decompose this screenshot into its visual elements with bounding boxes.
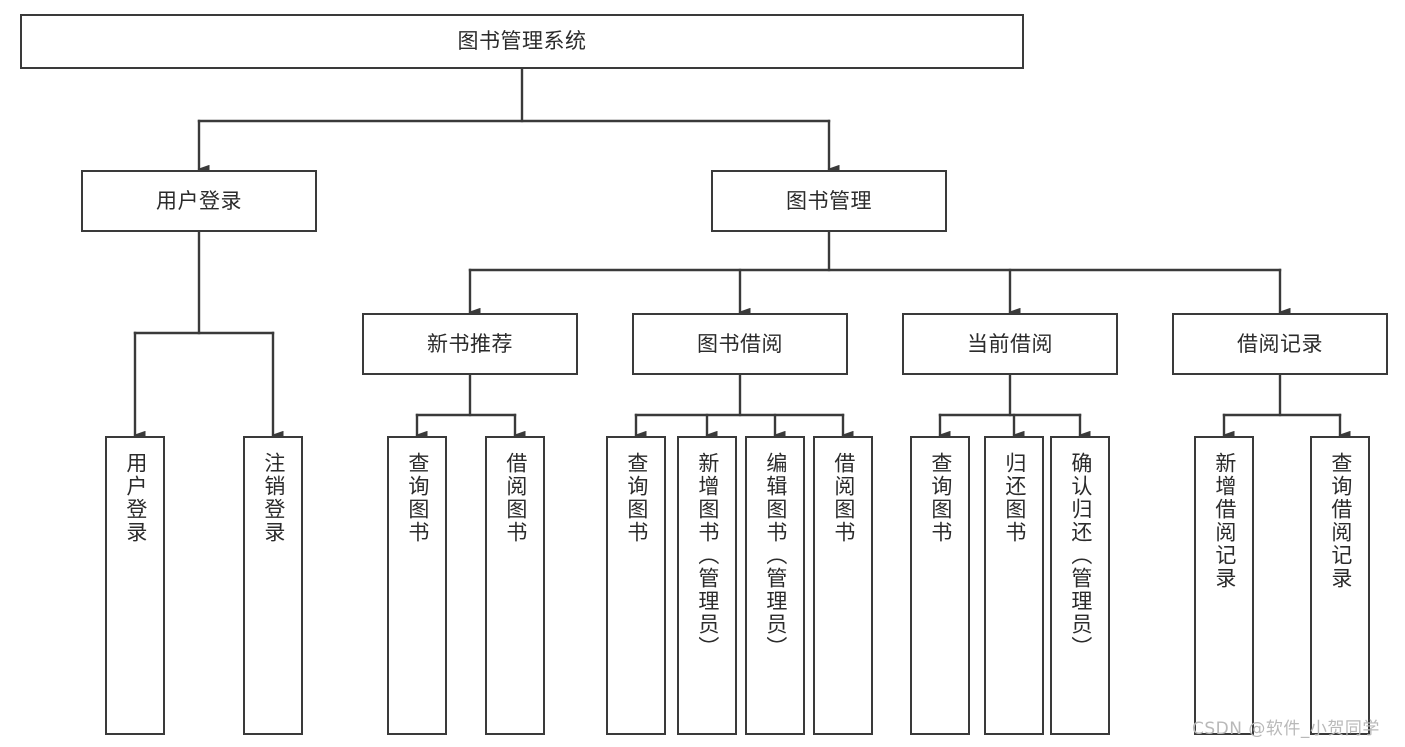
- node-book-management[interactable]: 图书管理: [711, 170, 947, 232]
- node-label-leaf-user-login: 用户登录: [123, 452, 148, 544]
- node-label-user-login: 用户登录: [156, 188, 242, 213]
- node-leaf-borrow-book-1[interactable]: 借阅图书: [485, 436, 545, 735]
- node-leaf-query-book-3[interactable]: 查询图书: [910, 436, 970, 735]
- node-book-borrow[interactable]: 图书借阅: [632, 313, 848, 375]
- node-label-leaf-add-borrow-record: 新增借阅记录: [1212, 452, 1237, 590]
- node-label-leaf-query-borrow-record: 查询借阅记录: [1328, 452, 1353, 590]
- node-label-leaf-confirm-return-admin: 确认归还（管理员）: [1068, 452, 1093, 659]
- node-label-leaf-query-book-2: 查询图书: [624, 452, 649, 544]
- node-label-new-book-recommend: 新书推荐: [427, 331, 513, 356]
- node-label-book-management: 图书管理: [786, 188, 872, 213]
- node-label-leaf-edit-book-admin: 编辑图书（管理员）: [763, 452, 788, 659]
- node-label-leaf-borrow-book-2: 借阅图书: [831, 452, 856, 544]
- node-label-leaf-return-book: 归还图书: [1002, 452, 1027, 544]
- node-leaf-query-book-1[interactable]: 查询图书: [387, 436, 447, 735]
- node-leaf-confirm-return-admin[interactable]: 确认归还（管理员）: [1050, 436, 1110, 735]
- node-label-leaf-query-book-1: 查询图书: [405, 452, 430, 544]
- node-leaf-query-borrow-record[interactable]: 查询借阅记录: [1310, 436, 1370, 735]
- node-label-leaf-borrow-book-1: 借阅图书: [503, 452, 528, 544]
- node-leaf-user-login[interactable]: 用户登录: [105, 436, 165, 735]
- node-leaf-user-logout[interactable]: 注销登录: [243, 436, 303, 735]
- node-leaf-add-borrow-record[interactable]: 新增借阅记录: [1194, 436, 1254, 735]
- node-current-borrow[interactable]: 当前借阅: [902, 313, 1118, 375]
- node-new-book-recommend[interactable]: 新书推荐: [362, 313, 578, 375]
- node-label-book-borrow: 图书借阅: [697, 331, 783, 356]
- node-user-login[interactable]: 用户登录: [81, 170, 317, 232]
- node-label-leaf-add-book-admin: 新增图书（管理员）: [695, 452, 720, 659]
- node-root[interactable]: 图书管理系统: [20, 14, 1024, 69]
- node-leaf-edit-book-admin[interactable]: 编辑图书（管理员）: [745, 436, 805, 735]
- node-label-borrow-record: 借阅记录: [1237, 331, 1323, 356]
- node-leaf-query-book-2[interactable]: 查询图书: [606, 436, 666, 735]
- node-label-current-borrow: 当前借阅: [967, 331, 1053, 356]
- connector-group: [133, 67, 1351, 440]
- node-label-root: 图书管理系统: [457, 29, 587, 54]
- node-label-leaf-query-book-3: 查询图书: [928, 452, 953, 544]
- node-leaf-borrow-book-2[interactable]: 借阅图书: [813, 436, 873, 735]
- node-leaf-return-book[interactable]: 归还图书: [984, 436, 1044, 735]
- node-label-leaf-user-logout: 注销登录: [261, 452, 286, 544]
- node-leaf-add-book-admin[interactable]: 新增图书（管理员）: [677, 436, 737, 735]
- node-borrow-record[interactable]: 借阅记录: [1172, 313, 1388, 375]
